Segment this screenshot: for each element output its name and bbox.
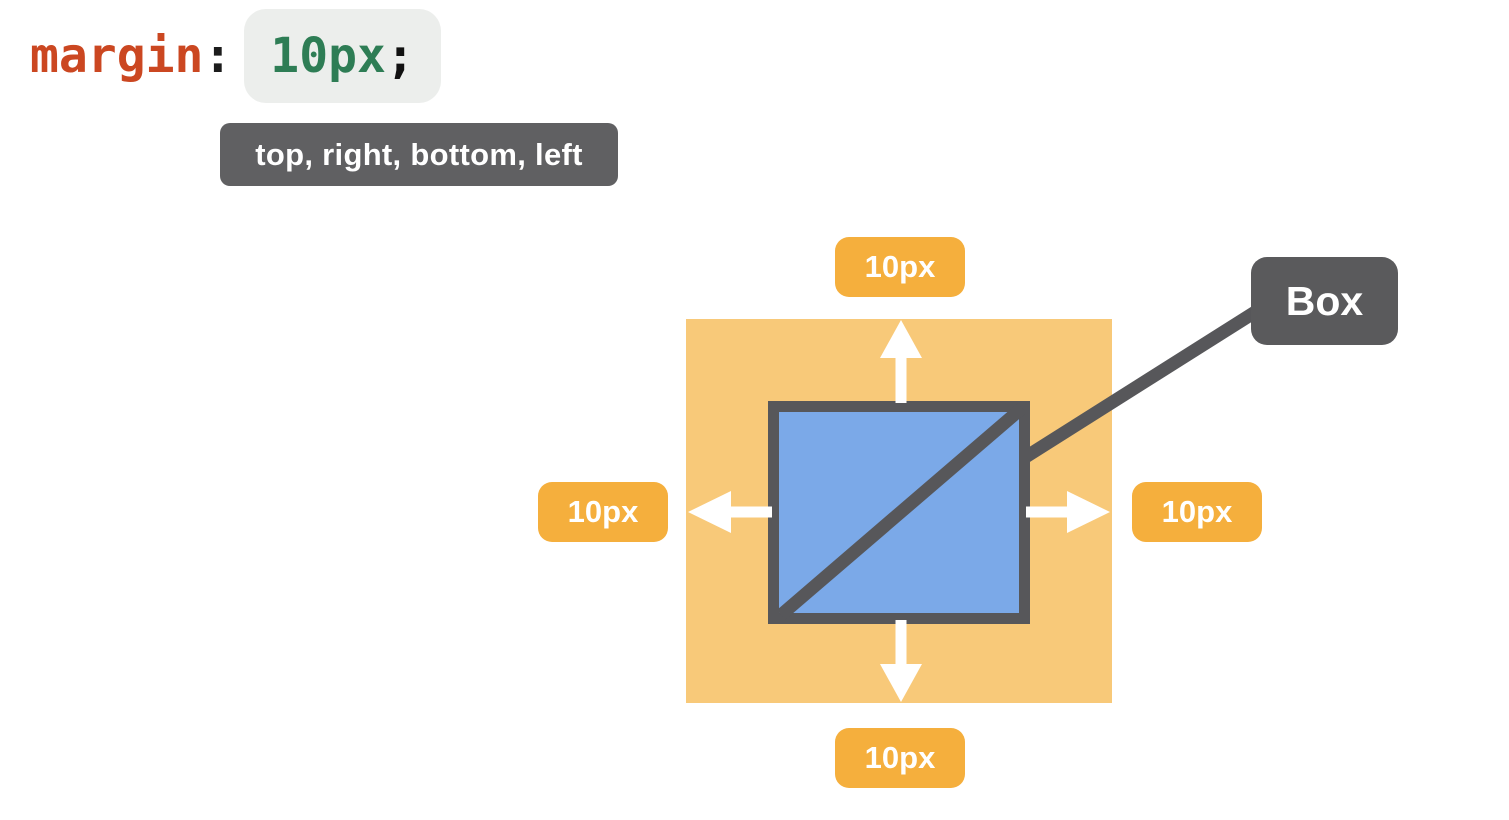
- css-property-name: margin: [30, 28, 204, 84]
- css-semicolon: ;: [385, 28, 415, 84]
- margin-value-badge-left: 10px: [538, 482, 668, 542]
- margin-arrow-left: [688, 491, 772, 533]
- content-box-diagonal-line: [776, 403, 1027, 620]
- margin-value-badge-top-text: 10px: [864, 249, 936, 284]
- css-value-highlight-pill: 10px;: [244, 9, 441, 103]
- margin-arrow-top-head: [880, 320, 922, 358]
- margin-value-badge-right: 10px: [1132, 482, 1262, 542]
- margin-arrow-right: [1026, 491, 1110, 533]
- margin-value-badge-left-text: 10px: [567, 494, 639, 529]
- margin-arrow-right-head: [1067, 491, 1110, 533]
- margin-arrow-bottom-head: [880, 664, 922, 702]
- shorthand-order-tooltip-text: top, right, bottom, left: [255, 136, 583, 172]
- css-property-value: 10px: [270, 28, 386, 84]
- css-code-snippet: margin: 10px;: [30, 9, 441, 103]
- margin-value-badge-bottom-text: 10px: [864, 740, 936, 775]
- box-callout-leader-line: [1020, 284, 1294, 464]
- css-colon: :: [203, 28, 233, 84]
- margin-arrow-left-head: [688, 491, 731, 533]
- margin-arrow-top: [880, 320, 922, 403]
- margin-value-badge-bottom: 10px: [835, 728, 965, 788]
- margin-value-badge-top: 10px: [835, 237, 965, 297]
- shorthand-order-tooltip: top, right, bottom, left: [220, 123, 618, 186]
- margin-value-badge-right-text: 10px: [1161, 494, 1233, 529]
- box-callout-label-text: Box: [1285, 277, 1364, 324]
- box-callout-label: Box: [1251, 257, 1398, 345]
- margin-arrow-bottom: [880, 620, 922, 702]
